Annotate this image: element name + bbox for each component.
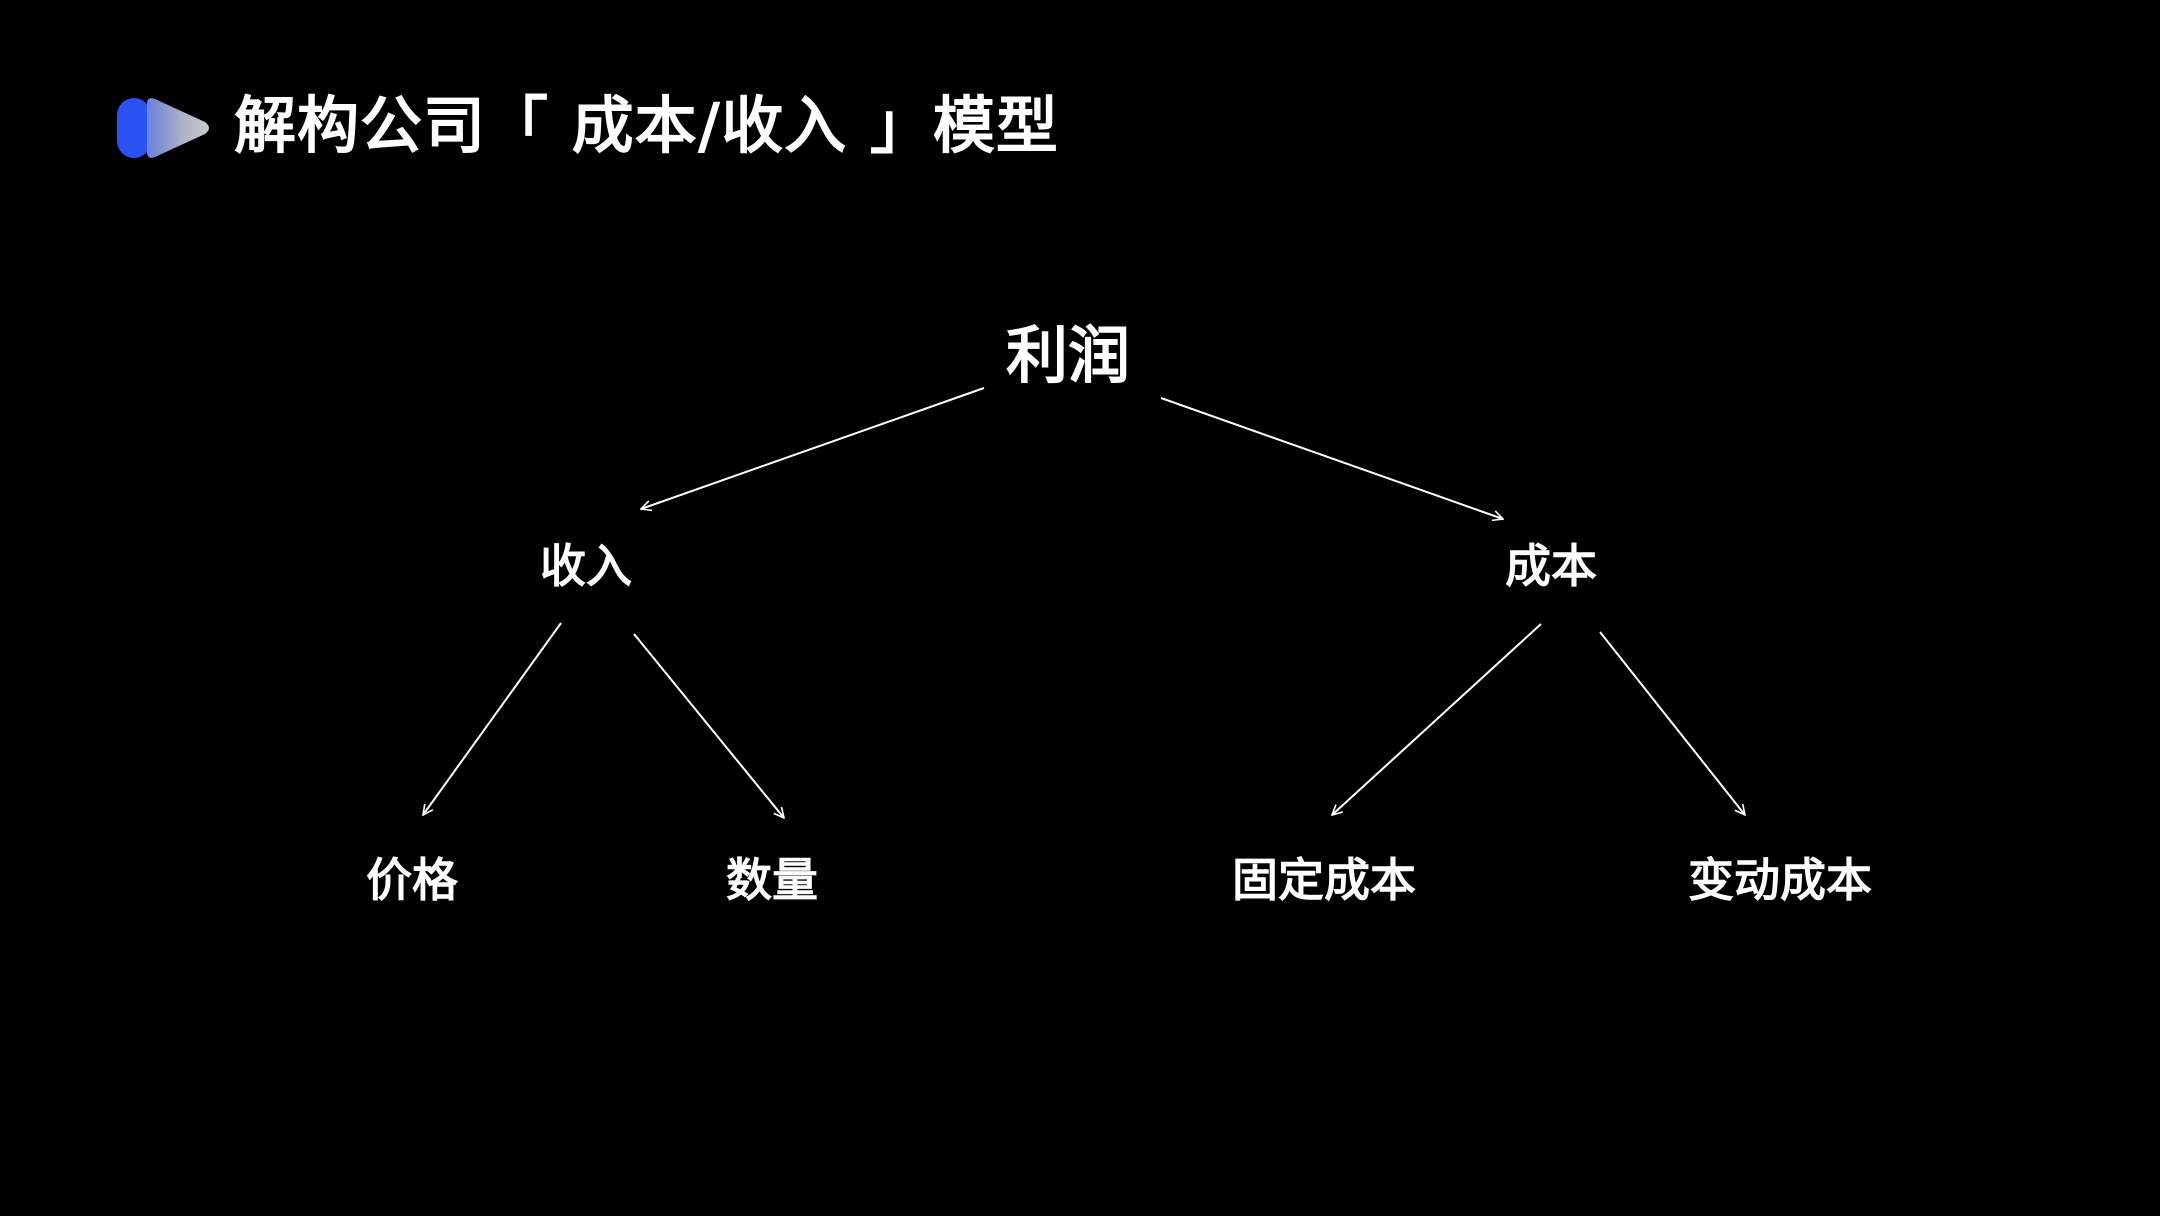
- node-fixed-cost: 固定成本: [1232, 853, 1416, 907]
- arrow-cost-to-fixed: [1332, 623, 1542, 815]
- node-profit: 利润: [1005, 319, 1131, 392]
- page-title: 解构公司「 成本/收入 」模型: [234, 89, 1059, 162]
- node-revenue: 收入: [540, 539, 632, 593]
- arrow-revenue-to-quantity: [633, 633, 784, 818]
- arrow-profit-to-cost: [1160, 397, 1503, 519]
- play-logo-icon: [117, 98, 209, 158]
- arrow-cost-to-variable: [1599, 631, 1745, 815]
- node-cost: 成本: [1505, 539, 1597, 593]
- node-variable-cost: 变动成本: [1688, 853, 1872, 907]
- arrow-revenue-to-price: [423, 622, 562, 815]
- arrow-profit-to-revenue: [641, 387, 985, 509]
- node-price: 价格: [366, 853, 458, 907]
- node-quantity: 数量: [726, 853, 818, 907]
